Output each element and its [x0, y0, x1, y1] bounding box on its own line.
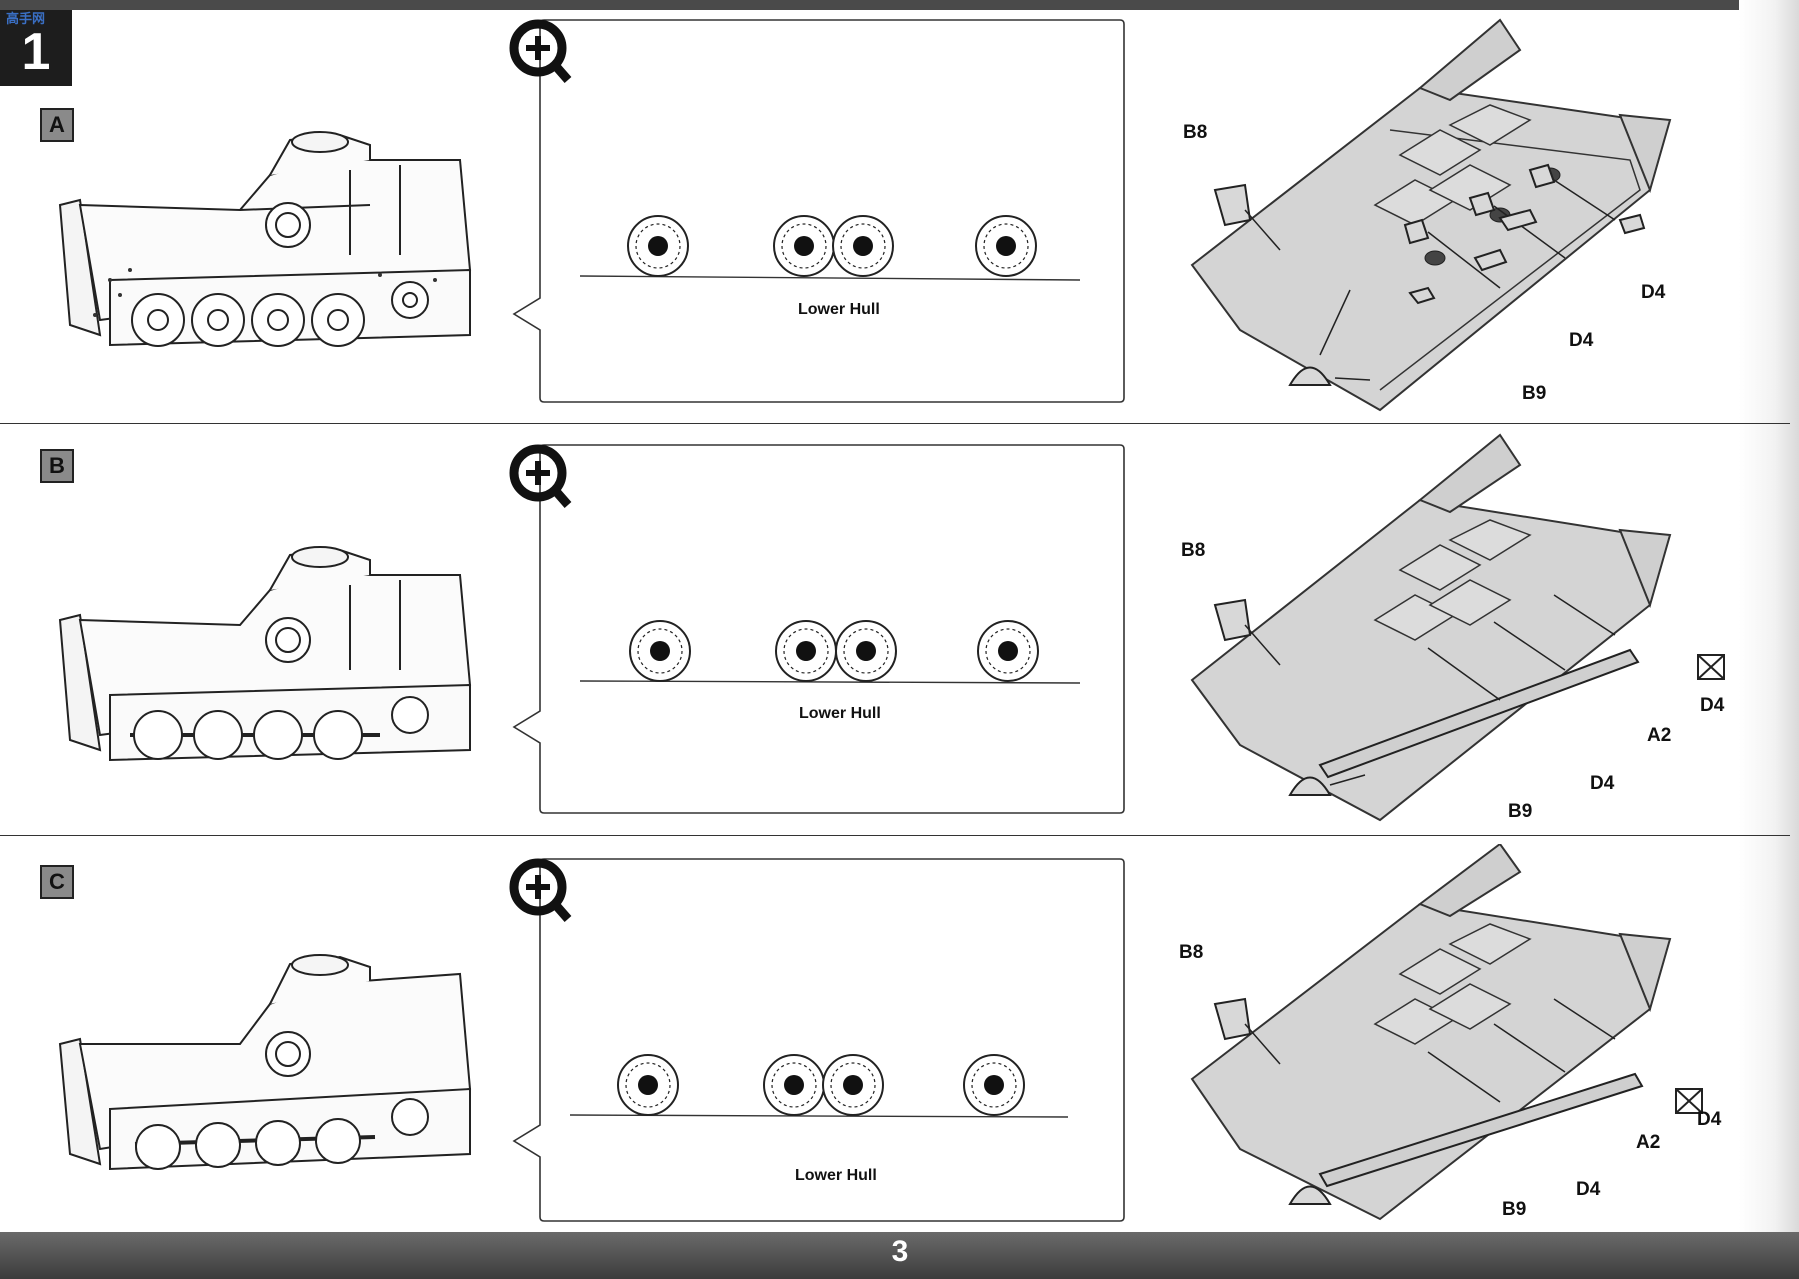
- zoom-in-icon: [509, 858, 572, 922]
- part-label-b9: B9: [1502, 1199, 1527, 1220]
- section-badge: C: [40, 865, 74, 899]
- part-label-b8: B8: [1181, 540, 1206, 561]
- part-label-d4: D4: [1641, 282, 1666, 303]
- part-label-b8: B8: [1183, 122, 1208, 143]
- vehicle-side-view: [58, 954, 472, 1171]
- section-divider: [0, 423, 1790, 424]
- part-label-b8: B8: [1179, 942, 1204, 963]
- lower-hull-label: Lower Hull: [795, 1167, 877, 1184]
- lower-hull-detail-callout: Lower Hull: [508, 443, 1128, 833]
- footer-bar: [0, 1232, 1799, 1279]
- part-label-b9: B9: [1522, 383, 1547, 404]
- part-label-d4: D4: [1697, 1109, 1722, 1130]
- vehicle-side-view: [58, 131, 472, 347]
- part-label-d4: D4: [1590, 773, 1615, 794]
- vehicle-side-view: [58, 546, 472, 762]
- watermark-logo: 高手网: [6, 11, 46, 26]
- part-label-a2: A2: [1636, 1132, 1661, 1153]
- section-badge: B: [40, 449, 74, 483]
- lower-hull-detail-callout: Lower Hull: [508, 18, 1128, 408]
- zoom-in-icon: [509, 19, 572, 83]
- section-c: C: [0, 839, 1790, 1259]
- section-badge: A: [40, 108, 74, 142]
- section-divider: [0, 835, 1790, 836]
- part-label-d4: D4: [1576, 1179, 1601, 1200]
- section-b: B: [0, 425, 1790, 845]
- page-number: 3: [891, 1235, 909, 1268]
- lower-hull-label: Lower Hull: [798, 301, 880, 318]
- part-label-a2: A2: [1647, 725, 1672, 746]
- part-label-d4: D4: [1700, 695, 1725, 716]
- part-label-d4: D4: [1569, 330, 1594, 351]
- zoom-in-icon: [509, 444, 572, 508]
- section-a: A: [0, 0, 1790, 420]
- hull-assembly-diagram: [1190, 18, 1672, 412]
- step-number: 1: [0, 10, 72, 86]
- hull-assembly-diagram: [1190, 433, 1725, 822]
- part-label-b9: B9: [1508, 801, 1533, 822]
- top-bar: [0, 0, 1799, 10]
- lower-hull-detail-callout: Lower Hull: [508, 857, 1128, 1247]
- page-edge-shading: [1739, 0, 1799, 1279]
- hull-assembly-diagram: [1190, 844, 1703, 1221]
- lower-hull-label: Lower Hull: [799, 705, 881, 722]
